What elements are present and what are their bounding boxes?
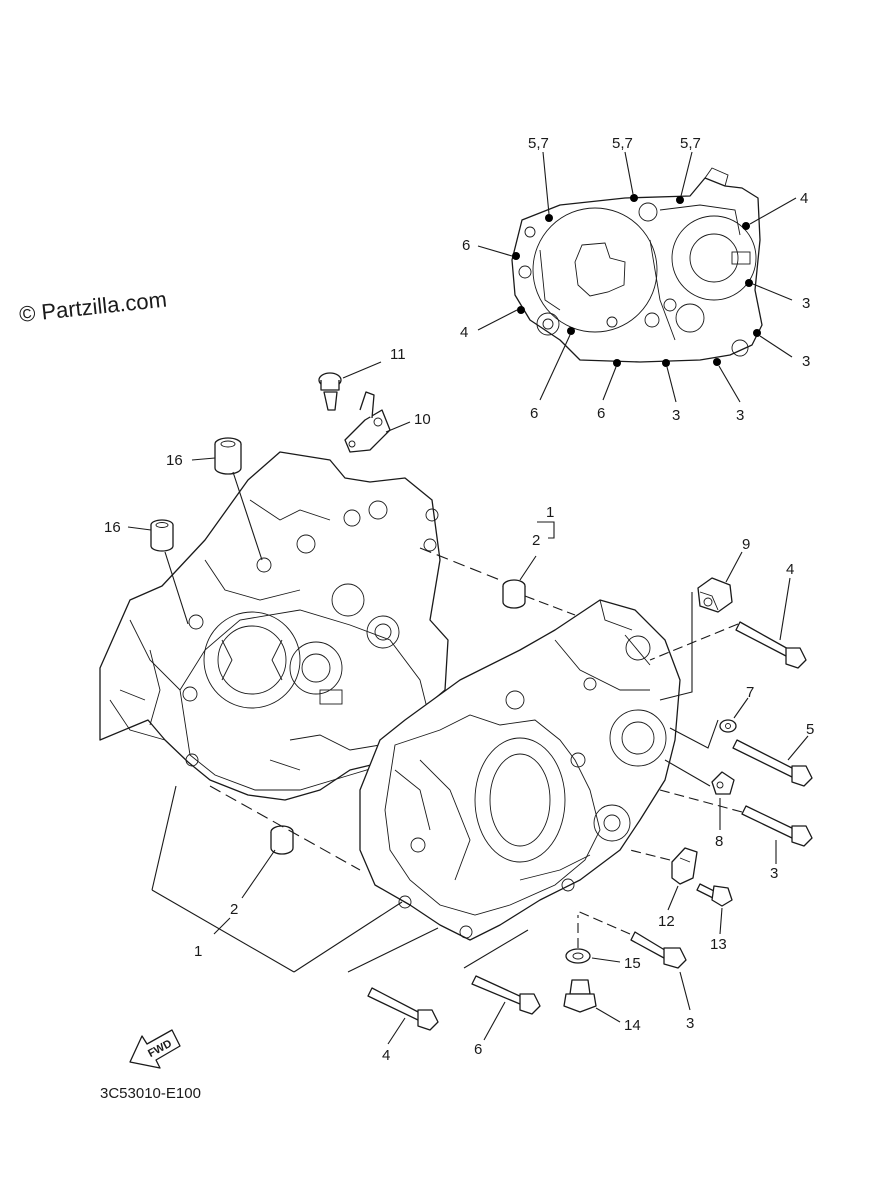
callout-3-lower: 3 xyxy=(686,1015,694,1032)
callout-11: 11 xyxy=(390,346,406,363)
callout-3-right: 3 xyxy=(770,865,778,882)
callout-6-top-left: 6 xyxy=(462,237,470,254)
right-crankcase-half xyxy=(359,599,681,941)
dowel-pin-part-16-lower xyxy=(127,519,189,625)
callout-6-bottom-a: 6 xyxy=(530,405,538,422)
watermark-text: © Partzilla.com xyxy=(18,287,168,327)
callout-1-bottom: 1 xyxy=(194,943,202,960)
bolt-part-11 xyxy=(318,361,382,411)
callout-15: 15 xyxy=(624,955,641,972)
left-crankcase-half xyxy=(99,451,449,801)
callout-3-a: 3 xyxy=(802,295,810,312)
callout-5-7-b: 5,7 xyxy=(612,135,633,152)
callout-13: 13 xyxy=(710,936,727,953)
callout-5-7-c: 5,7 xyxy=(680,135,701,152)
callout-12: 12 xyxy=(658,913,675,930)
bolt-part-4-lower xyxy=(347,927,439,1045)
callout-3-bottom-b: 3 xyxy=(736,407,744,424)
clamp-part-9 xyxy=(659,551,743,701)
callout-4-lower: 4 xyxy=(382,1047,390,1064)
crankcase-seal-face-detail xyxy=(477,151,797,403)
dowel-pin-part-2-lower xyxy=(241,825,294,899)
callout-16-b: 16 xyxy=(104,519,121,536)
callout-6-lower: 6 xyxy=(474,1041,482,1058)
callout-5: 5 xyxy=(806,721,814,738)
bolt-part-6-lower xyxy=(463,929,541,1041)
bracket-part-10 xyxy=(344,391,411,453)
dowel-pin-part-16-upper xyxy=(191,437,263,561)
callout-8: 8 xyxy=(715,833,723,850)
dowel-pin-part-2-upper xyxy=(502,521,576,616)
alignment-line-lower xyxy=(209,785,361,871)
callout-4-top-right: 4 xyxy=(800,190,808,207)
assembly-bracket-part-1 xyxy=(151,785,403,973)
fwd-arrow-icon: FWD xyxy=(129,1029,181,1069)
callout-1-top: 1 xyxy=(546,504,554,521)
callout-3-b: 3 xyxy=(802,353,810,370)
bolt-part-3-lower xyxy=(574,909,691,1011)
callout-2-bottom: 2 xyxy=(230,901,238,918)
callout-9: 9 xyxy=(742,536,750,553)
callout-4-bolt: 4 xyxy=(786,561,794,578)
washer-part-15 xyxy=(565,915,621,964)
bolt-part-3-right xyxy=(659,789,813,864)
callout-16-a: 16 xyxy=(166,452,183,469)
screw-part-13 xyxy=(696,883,733,935)
washer-part-7 xyxy=(669,697,749,749)
bolt-part-5 xyxy=(732,735,813,787)
callout-5-7-a: 5,7 xyxy=(528,135,549,152)
plug-bolt-part-14 xyxy=(563,979,621,1023)
clip-part-12 xyxy=(629,847,698,911)
callout-3-bottom-a: 3 xyxy=(672,407,680,424)
callout-7: 7 xyxy=(746,684,754,701)
alignment-line xyxy=(419,547,501,581)
callout-14: 14 xyxy=(624,1017,641,1034)
bolt-part-4-right xyxy=(649,577,807,669)
diagram-code: 3C53010-E100 xyxy=(100,1085,201,1102)
callout-6-bottom-b: 6 xyxy=(597,405,605,422)
callout-labels: 5,7 5,7 5,7 4 6 3 4 3 6 6 3 3 11 10 16 1… xyxy=(104,135,814,1064)
callout-4-top-left: 4 xyxy=(460,324,468,341)
callout-2-top: 2 xyxy=(532,532,540,549)
clip-part-8 xyxy=(664,759,735,830)
callout-10: 10 xyxy=(414,411,431,428)
